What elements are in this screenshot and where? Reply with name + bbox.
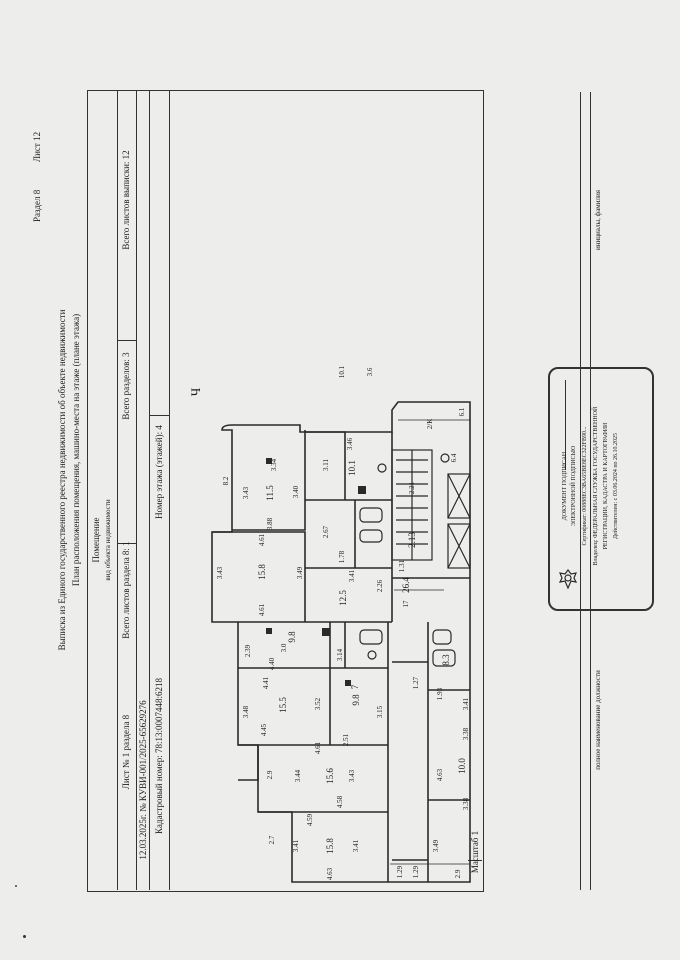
plan-label: 3.41 xyxy=(292,839,300,853)
plan-label: 2.21 xyxy=(408,481,416,495)
plan-label: 8.2 xyxy=(222,476,230,486)
plan-label: 17 xyxy=(402,600,410,608)
plan-label: 4.40 xyxy=(268,657,276,671)
plan-label: 11.5 xyxy=(265,485,275,501)
plan-label: 3.88 xyxy=(266,517,274,531)
plan-label: 4.41 xyxy=(262,676,270,690)
plan-label: 7 xyxy=(350,684,360,690)
stamp-owner-1: Владелец: ФЕДЕРАЛЬНАЯ СЛУЖБА ГОСУДАРСТВЕ… xyxy=(593,406,599,566)
plan-label: 3.44 xyxy=(294,769,302,783)
plan-label: 3.41 xyxy=(348,569,356,583)
plan-label: 3.15 xyxy=(376,705,384,719)
initials-caption: инициалы, фамилия xyxy=(594,190,602,250)
plan-label: 3.43 xyxy=(242,486,250,500)
plan-label: 4.45 xyxy=(260,723,268,737)
plan-label: 1.93 xyxy=(436,687,444,701)
plan-label: 12.5 xyxy=(338,590,348,606)
stamp-owner-2: РЕГИСТРАЦИИ, КАДАСТРА И КАРТОГРАФИИ xyxy=(603,422,609,550)
plan-label: 2/K xyxy=(426,418,434,430)
plan-label: 2.9 xyxy=(266,770,274,780)
plan-label: 15.6 xyxy=(325,768,335,784)
plan-label: 3.48 xyxy=(242,705,250,719)
plan-label: 3.38 xyxy=(462,727,470,741)
plan-label: 3.43 xyxy=(216,566,224,580)
stamp-signed-1: ДОКУМЕНТ ПОДПИСАН xyxy=(562,451,568,521)
plan-label: 3.49 xyxy=(296,566,304,580)
plan-label: 4.58 xyxy=(336,795,344,809)
plan-label: 2.51 xyxy=(342,733,350,747)
plan-label: 6.1 xyxy=(458,407,466,417)
plan-label: 8.3 xyxy=(441,654,451,666)
eagle-emblem-icon xyxy=(558,569,578,590)
plan-label: 15.8 xyxy=(325,838,335,854)
plan-label: 3.41 xyxy=(352,839,360,853)
plan-label: 15.5 xyxy=(278,697,288,713)
form-frame xyxy=(87,90,484,892)
plan-label: 1.29 xyxy=(396,865,404,879)
plan-label: 3.38 xyxy=(462,797,470,811)
plan-label: 4.61 xyxy=(258,603,266,617)
plan-label: 3.6 xyxy=(366,367,374,377)
plan-label: 4.63 xyxy=(436,768,444,782)
plan-label: 1.29 xyxy=(412,865,420,879)
plan-label: 26.4 xyxy=(401,577,411,593)
plan-label: 4.61 xyxy=(258,533,266,547)
plan-label: 2.67 xyxy=(322,525,330,539)
stamp-signed-2: ЭЛЕКТРОННОЙ ПОДПИСЬЮ xyxy=(571,445,577,527)
plan-label: 3.11 xyxy=(322,459,330,471)
plan-label: 2.7 xyxy=(268,835,276,845)
plan-label: 1.27 xyxy=(412,676,420,690)
plan-label: 4.61 xyxy=(314,741,322,755)
plan-label: 3.41 xyxy=(462,697,470,711)
plan-label: 3.14 xyxy=(336,648,344,662)
stamp-validity: Действителен: с 03.06.2024 по 26.10.2025 xyxy=(613,432,619,540)
signature-stamp xyxy=(548,367,654,611)
plan-label: 2.9 xyxy=(454,869,462,879)
plan-label: 15.8 xyxy=(257,564,267,580)
plan-label: 3.40 xyxy=(292,485,300,499)
plan-label: 3.0 xyxy=(280,643,288,653)
plan-label: 10.1 xyxy=(338,365,346,379)
plan-label: 3.43 xyxy=(348,769,356,783)
plan-label: 2.39 xyxy=(244,644,252,658)
plan-label: 9.8 xyxy=(287,631,297,643)
plan-label: 6.4 xyxy=(450,453,458,463)
plan-label: 4.63 xyxy=(326,867,334,881)
plan-label: 4.59 xyxy=(306,813,314,827)
plan-label: 10.1 xyxy=(347,460,357,476)
plan-label: 1.78 xyxy=(338,550,346,564)
plan-label: 3.49 xyxy=(432,839,440,853)
full-position-caption: полное наименование должности xyxy=(594,670,602,770)
plan-label: 10.0 xyxy=(457,758,467,774)
handwritten-mark: Ч xyxy=(188,387,203,397)
plan-label: 2.13 xyxy=(407,532,417,548)
plan-label: 3.46 xyxy=(346,437,354,451)
plan-label: 2.26 xyxy=(376,579,384,593)
plan-label: 9.8 xyxy=(351,694,361,706)
plan-label: 3.52 xyxy=(314,697,322,711)
stamp-certificate: Сертификат: 00888EC3BA65BE8EC322FB90... xyxy=(582,426,588,546)
plan-label: 1.31 xyxy=(398,559,406,573)
plan-label: 3.34 xyxy=(270,458,278,472)
